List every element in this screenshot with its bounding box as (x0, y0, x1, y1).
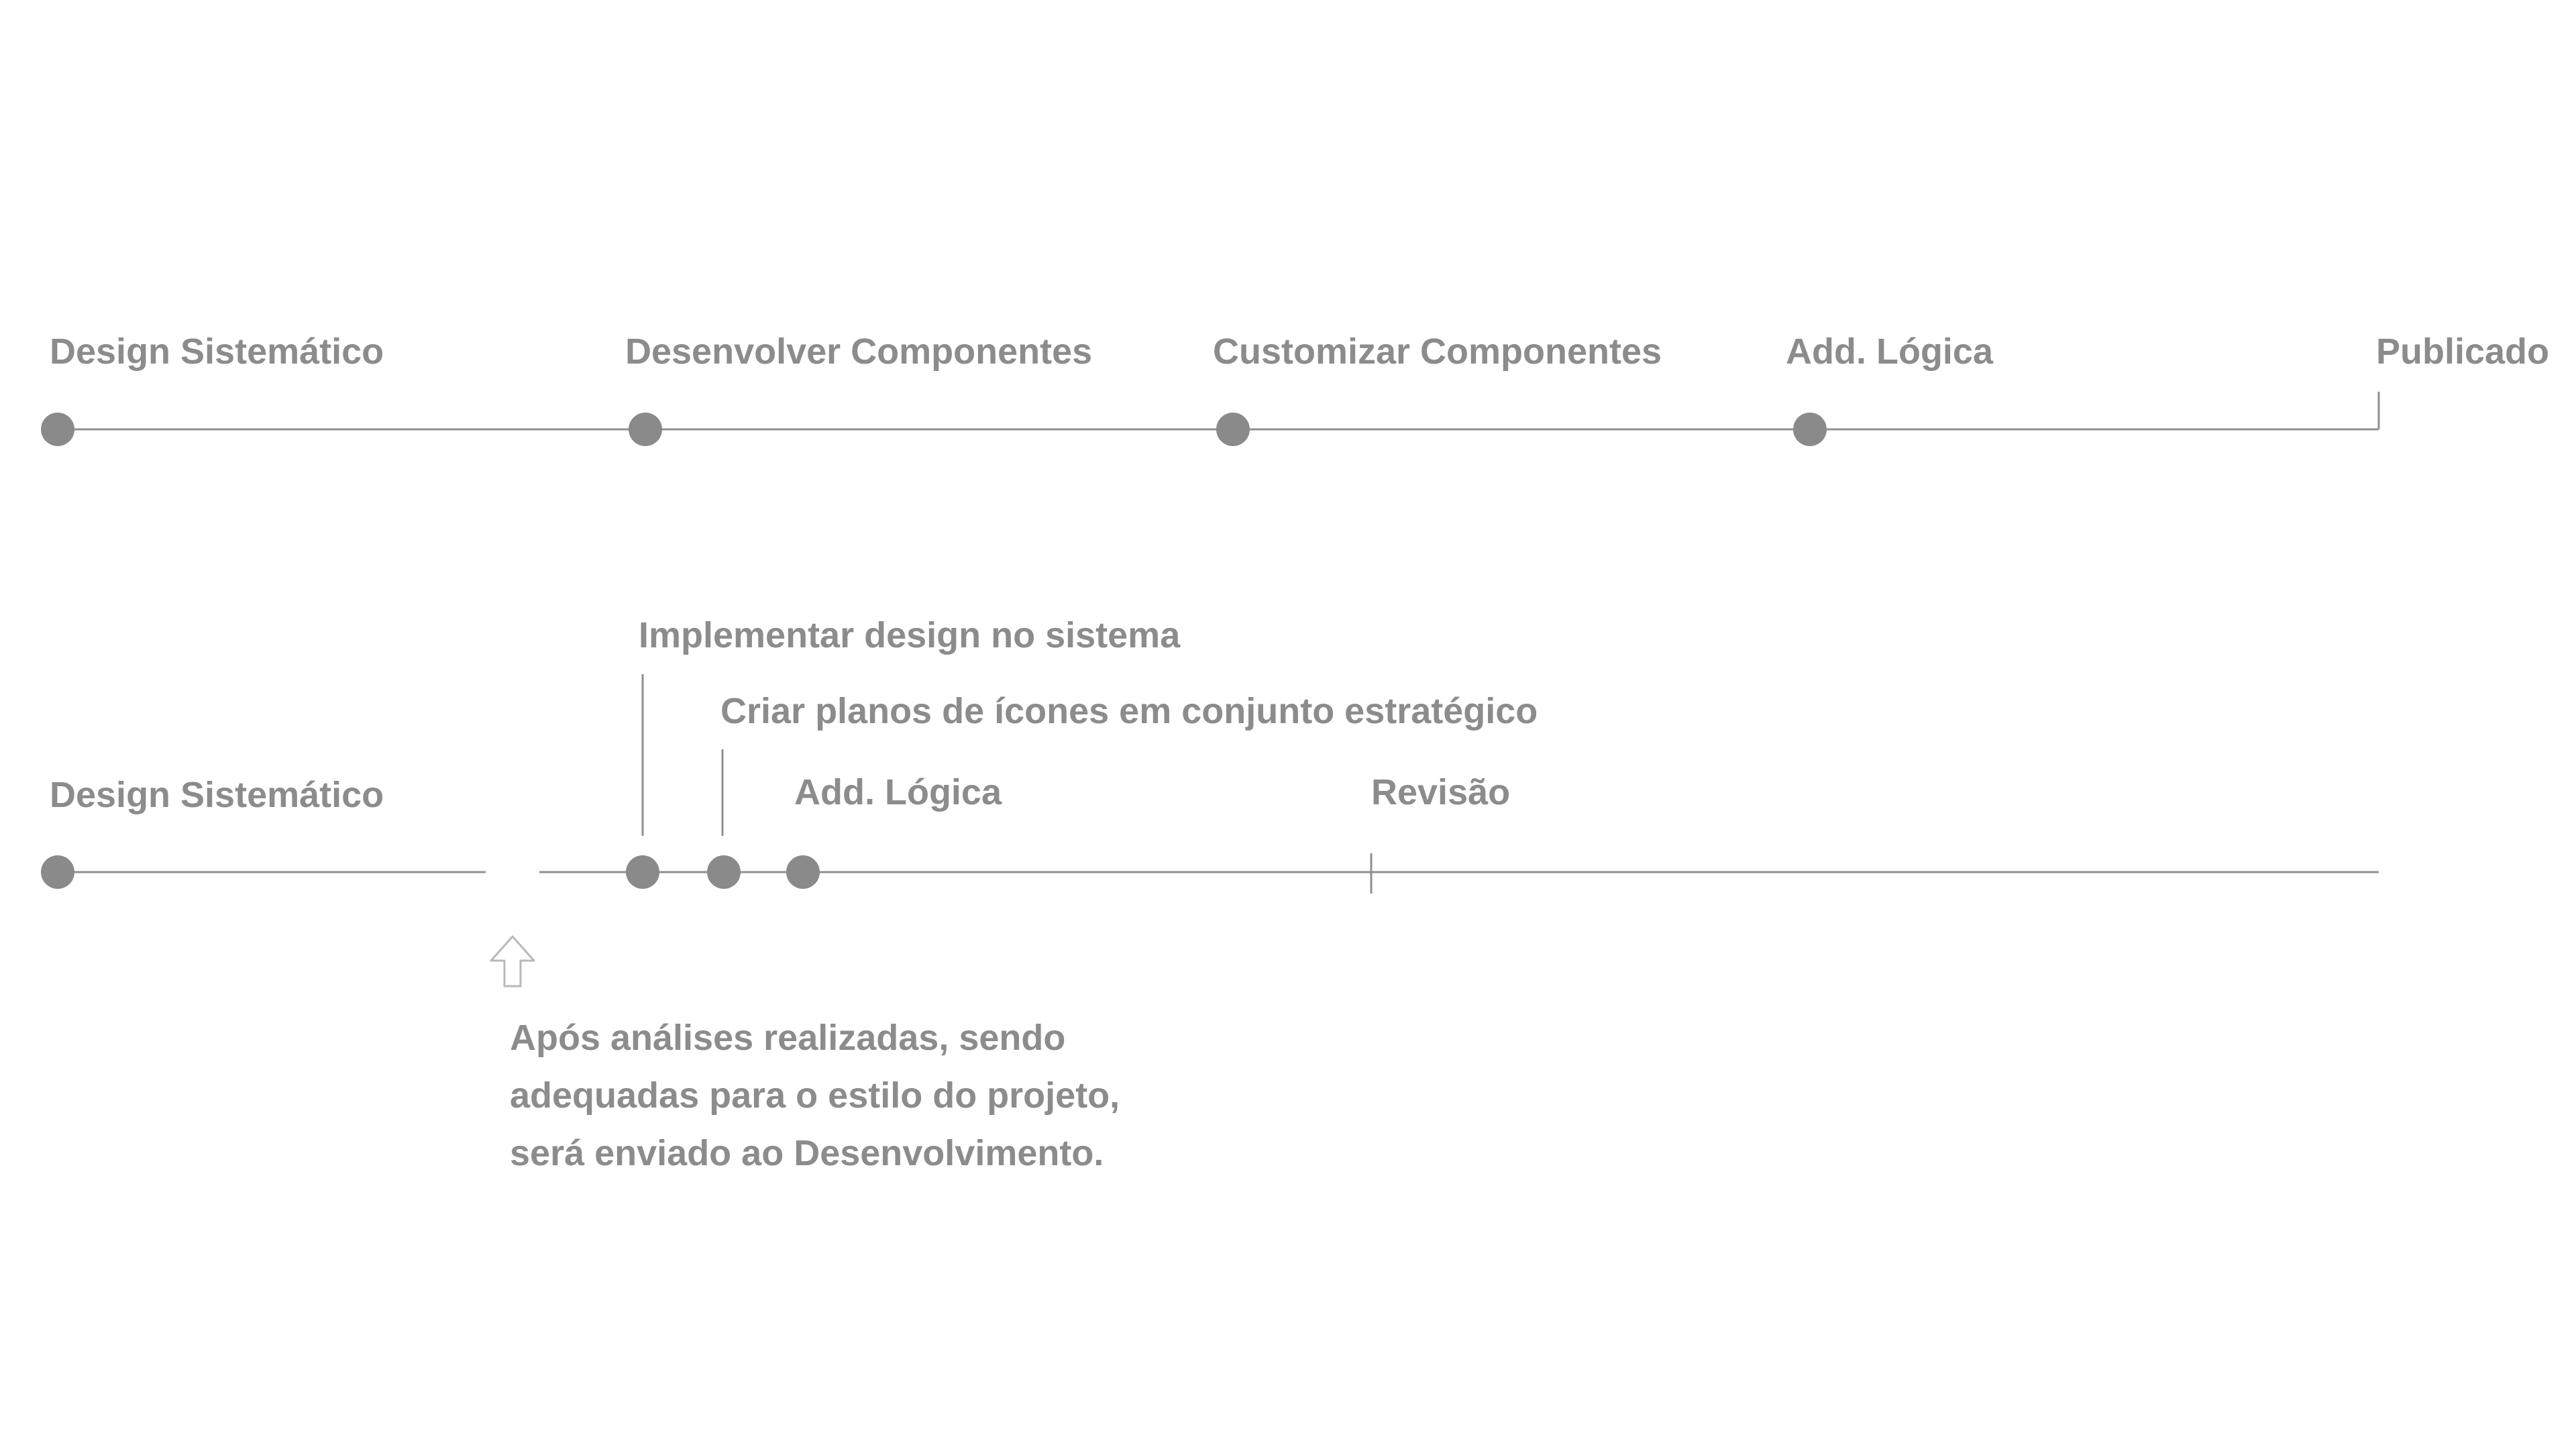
top-dot-add-logica (1793, 413, 1827, 446)
top-stage-label-customizar-componentes: Customizar Componentes (1213, 331, 1662, 372)
top-stage-label-publicado: Publicado (2376, 331, 2550, 372)
development-note: Após análises realizadas, sendo adequada… (510, 1009, 1120, 1182)
top-stage-label-design-sistematico: Design Sistemático (50, 331, 384, 372)
top-dot-desenvolver-componentes (629, 413, 662, 446)
bottom-stage-label-add-logica: Add. Lógica (794, 772, 1002, 812)
bottom-dot-criar-planos (707, 855, 741, 889)
top-dot-customizar-componentes (1216, 413, 1250, 446)
top-dot-design-sistematico (41, 413, 74, 446)
note-line-3: será enviado ao Desenvolvimento. (510, 1133, 1104, 1173)
bottom-stage-label-implementar: Implementar design no sistema (639, 615, 1181, 655)
arrow-up-icon (490, 935, 535, 987)
bottom-stage-label-design-sistematico: Design Sistemático (50, 775, 384, 815)
top-stage-label-desenvolver-componentes: Desenvolver Componentes (625, 331, 1093, 372)
bottom-stage-label-criar-planos: Criar planos de ícones em conjunto estra… (720, 691, 1538, 731)
bottom-dot-implementar (626, 855, 659, 889)
bottom-dot-design-sistematico (41, 855, 74, 889)
bottom-stage-label-revisao: Revisão (1371, 772, 1511, 812)
note-line-2: adequadas para o estilo do projeto, (510, 1075, 1120, 1116)
note-line-1: Após análises realizadas, sendo (510, 1018, 1066, 1058)
top-stage-label-add-logica: Add. Lógica (1786, 331, 1993, 372)
bottom-dot-add-logica (786, 855, 820, 889)
